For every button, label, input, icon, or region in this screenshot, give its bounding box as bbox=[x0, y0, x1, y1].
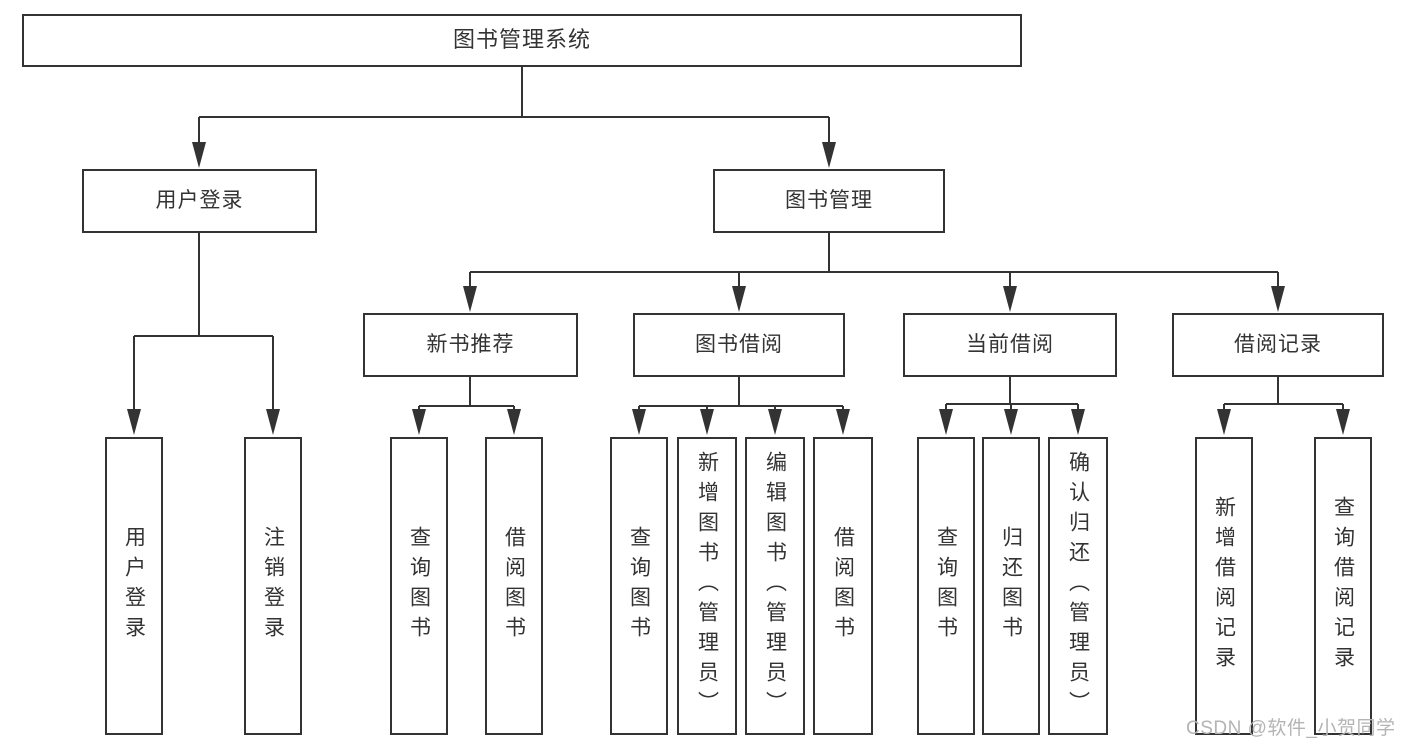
leaf-confirm-return-admin: 确认归还（管理员） bbox=[1048, 437, 1108, 735]
leaf-query-books-current: 查询图书 bbox=[917, 437, 975, 735]
connector-group bbox=[127, 67, 1350, 435]
node-label: 图书借阅 bbox=[695, 333, 783, 357]
connector-segment bbox=[134, 67, 1343, 407]
node-user-login: 用户登录 bbox=[82, 169, 317, 233]
node-book-borrowing: 图书借阅 bbox=[633, 313, 845, 377]
leaf-borrow-books-recommend: 借阅图书 bbox=[485, 437, 543, 735]
node-label: 新增借阅记录 bbox=[1212, 496, 1236, 676]
node-label: 查询图书 bbox=[407, 526, 431, 646]
leaf-edit-book-admin: 编辑图书（管理员） bbox=[745, 437, 805, 735]
node-label: 归还图书 bbox=[999, 526, 1023, 646]
leaf-user-login: 用户登录 bbox=[105, 437, 163, 735]
node-label: 新书推荐 bbox=[426, 333, 515, 357]
node-label: 用户登录 bbox=[122, 526, 146, 646]
node-label: 编辑图书（管理员） bbox=[763, 451, 787, 721]
node-new-book-recommendation: 新书推荐 bbox=[363, 313, 578, 377]
leaf-add-book-admin: 新增图书（管理员） bbox=[677, 437, 737, 735]
node-label: 查询图书 bbox=[627, 526, 651, 646]
node-label: 注销登录 bbox=[261, 526, 285, 646]
leaf-query-books-recommend: 查询图书 bbox=[390, 437, 448, 735]
node-label: 借阅图书 bbox=[502, 526, 526, 646]
node-label: 查询图书 bbox=[934, 526, 958, 646]
leaf-borrow-books: 借阅图书 bbox=[813, 437, 873, 735]
node-label: 查询借阅记录 bbox=[1331, 496, 1355, 676]
csdn-watermark: CSDN @软件_小贺同学 bbox=[1186, 718, 1396, 739]
node-label: 用户登录 bbox=[155, 189, 244, 213]
node-label: 当前借阅 bbox=[966, 333, 1054, 357]
node-label: 借阅图书 bbox=[831, 526, 855, 646]
node-label: 图书管理系统 bbox=[452, 27, 591, 53]
node-label: 确认归还（管理员） bbox=[1066, 451, 1090, 721]
leaf-logout: 注销登录 bbox=[244, 437, 302, 735]
node-borrowing-records: 借阅记录 bbox=[1172, 313, 1384, 377]
node-library-management-system: 图书管理系统 bbox=[22, 14, 1022, 67]
node-label: 借阅记录 bbox=[1234, 333, 1322, 357]
node-label: 新增图书（管理员） bbox=[695, 451, 719, 721]
leaf-return-books: 归还图书 bbox=[982, 437, 1040, 735]
leaf-add-borrow-record: 新增借阅记录 bbox=[1195, 437, 1253, 735]
leaf-query-borrow-record: 查询借阅记录 bbox=[1314, 437, 1372, 735]
node-book-management: 图书管理 bbox=[713, 169, 945, 233]
node-label: 图书管理 bbox=[785, 189, 873, 213]
leaf-query-books-borrow: 查询图书 bbox=[610, 437, 668, 735]
node-current-borrowing: 当前借阅 bbox=[903, 313, 1117, 377]
